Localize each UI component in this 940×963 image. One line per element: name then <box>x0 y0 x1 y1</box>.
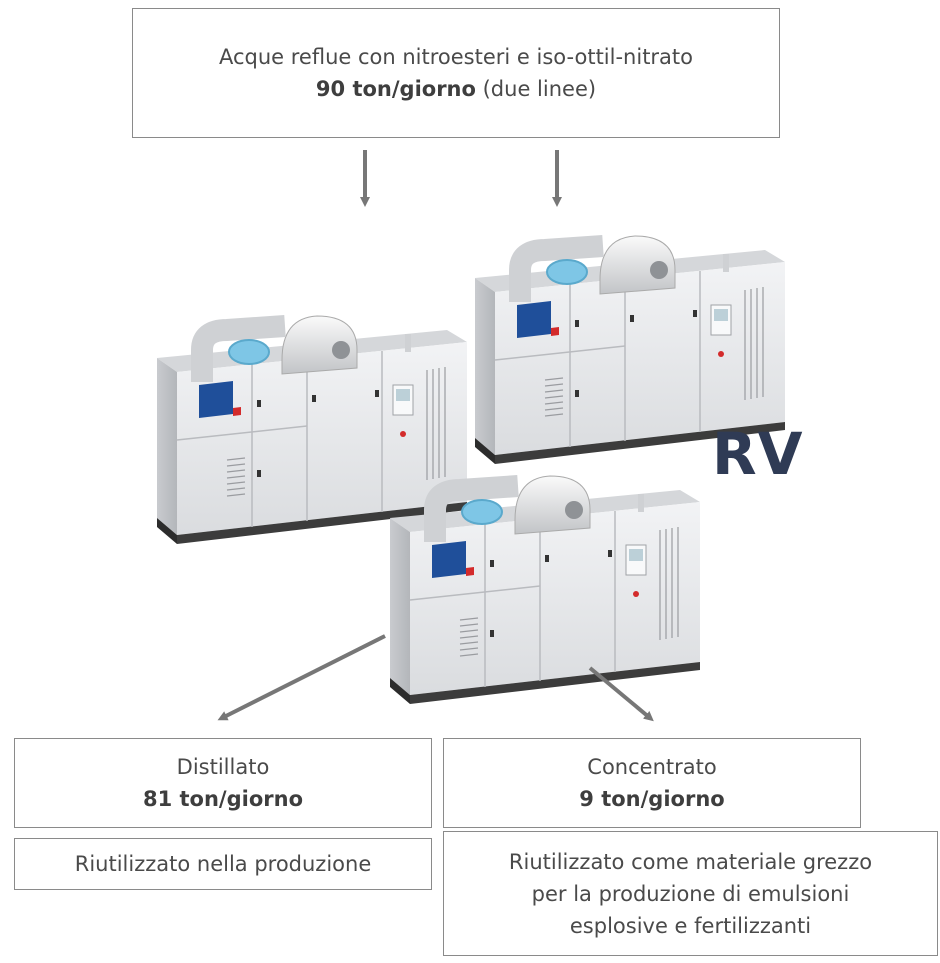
rv-label: RV <box>712 420 804 488</box>
distillate-amount: 81 ton/giorno <box>142 787 303 811</box>
input-description: Acque reflue con nitroesteri e iso-ottil… <box>218 45 694 69</box>
concentrate-use-line-2: per la produzione di emulsioni <box>531 881 850 906</box>
concentrate-name: Concentrato <box>587 755 717 779</box>
concentrate-use-line-1: Riutilizzato come materiale grezzo <box>508 849 873 874</box>
distillate-box: Distillato 81 ton/giorno <box>14 738 432 828</box>
input-note: (due linee) <box>475 77 597 101</box>
distillate-arrow <box>217 634 386 721</box>
input-amount-line: 90 ton/giorno (due linee) <box>316 73 596 105</box>
input-box: Acque reflue con nitroesteri e iso-ottil… <box>132 8 780 138</box>
concentrate-use-box: Riutilizzato come materiale grezzo per l… <box>443 831 938 956</box>
input-amount: 90 ton/giorno <box>315 77 476 101</box>
distillate-use-box: Riutilizzato nella produzione <box>14 838 432 890</box>
distillate-use: Riutilizzato nella produzione <box>74 852 372 876</box>
distillate-name: Distillato <box>176 755 270 779</box>
evaporator-unit-bottom <box>390 476 700 704</box>
concentrate-amount: 9 ton/giorno <box>579 787 725 811</box>
evaporator-unit-left <box>157 316 467 544</box>
concentrate-box: Concentrato 9 ton/giorno <box>443 738 861 828</box>
concentrate-arrow <box>588 666 654 722</box>
concentrate-use-line-3: esplosive e fertilizzanti <box>569 913 812 938</box>
